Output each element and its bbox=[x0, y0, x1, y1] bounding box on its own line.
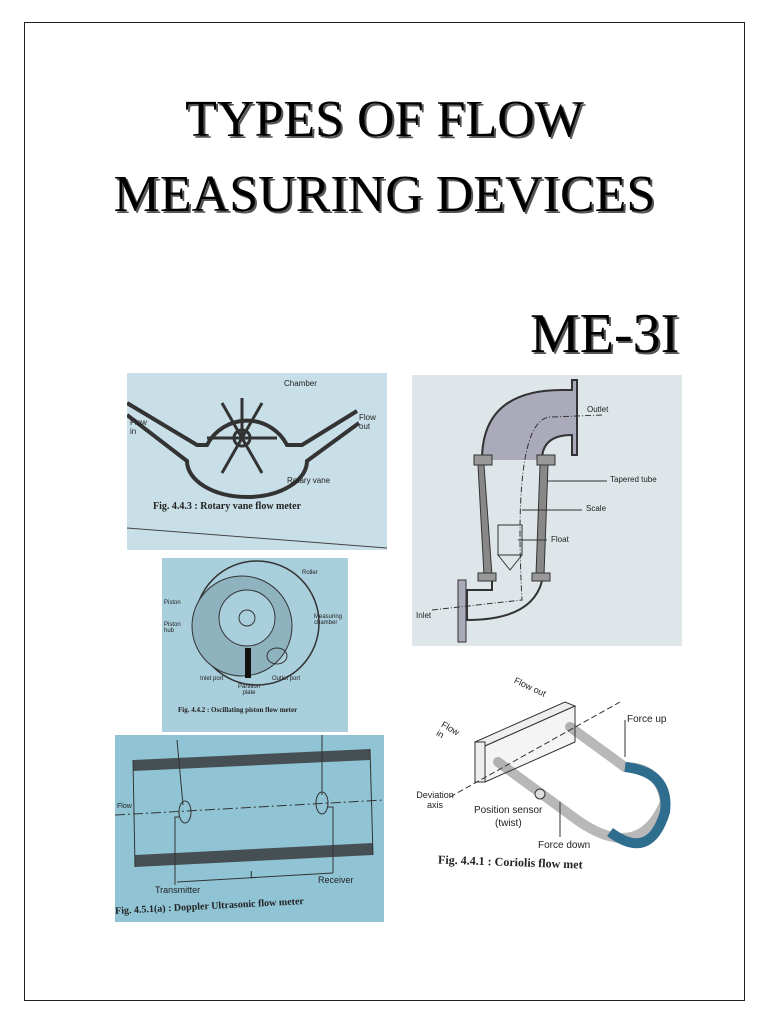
figure-coriolis: Flow out Flow in Force up Deviation axis… bbox=[410, 672, 685, 890]
figure-rotary-vane: Chamber Flow in Flow out Rotary vane Fig… bbox=[127, 373, 387, 550]
label-deviation-axis: Deviation axis bbox=[416, 790, 454, 810]
label-transmitter: Transmitter bbox=[155, 885, 201, 895]
label-force-up: Force up bbox=[627, 714, 667, 725]
label-flow-in: Flow in bbox=[130, 418, 147, 436]
label-length: L bbox=[250, 870, 256, 881]
label-tapered-tube: Tapered tube bbox=[610, 475, 657, 484]
label-measuring-chamber: Measuring chamber bbox=[314, 614, 343, 626]
course-code: ME-3I bbox=[530, 303, 680, 365]
label-piston-hub: Piston hub bbox=[164, 622, 181, 634]
figure-oscillating-piston: Roller Piston Piston hub Measuring chamb… bbox=[162, 558, 348, 732]
label-force-down: Force down bbox=[538, 840, 591, 851]
label-roller: Roller bbox=[302, 570, 318, 576]
label-flow: Flow bbox=[117, 803, 132, 810]
label-rotary-vane: Rotary vane bbox=[287, 476, 331, 485]
label-receiver: Receiver bbox=[318, 875, 354, 885]
figure-caption: Fig. 4.4.3 : Rotary vane flow meter bbox=[153, 501, 302, 512]
label-float: Float bbox=[551, 535, 569, 544]
label-piston: Piston bbox=[164, 600, 181, 606]
label-scale: Scale bbox=[586, 504, 607, 513]
label-outlet: Outlet bbox=[587, 405, 609, 414]
page-title-line2: MEASURING DEVICES bbox=[113, 166, 656, 223]
label-position-sensor: Position sensor bbox=[474, 805, 543, 816]
page-border bbox=[24, 22, 745, 1001]
figure-rotameter: Outlet Tapered tube Scale Float Inlet bbox=[412, 375, 682, 646]
figure-caption: Fig. 4.4.2 : Oscillating piston flow met… bbox=[178, 706, 298, 714]
label-inlet: Inlet bbox=[416, 611, 432, 620]
label-flow-out: Flow out bbox=[359, 413, 376, 431]
figure-doppler: Flow L Transmitter Receiver Fig. 4.5.1(a… bbox=[115, 735, 384, 922]
label-outlet-port: Outlet port bbox=[272, 676, 301, 682]
label-partition-plate: Partition plate bbox=[237, 684, 260, 696]
label-inlet-port: Inlet port bbox=[200, 676, 224, 682]
label-chamber: Chamber bbox=[284, 379, 317, 388]
label-twist: (twist) bbox=[495, 818, 522, 829]
page-title-line1: TYPES OF FLOW bbox=[185, 91, 584, 148]
